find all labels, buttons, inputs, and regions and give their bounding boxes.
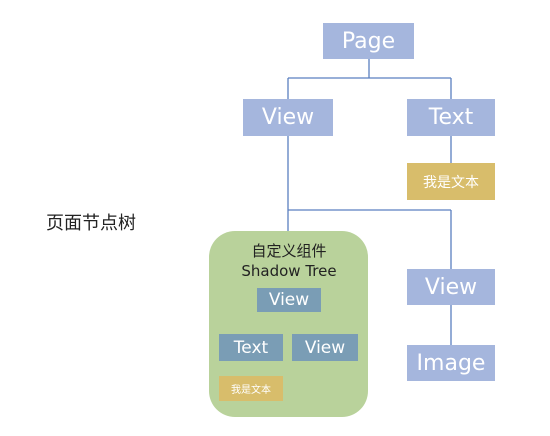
component-subtitle: Shadow Tree	[241, 262, 337, 280]
shadow-node-text-content: 我是文本	[219, 376, 283, 401]
node-image: Image	[407, 345, 495, 381]
component-title: 自定义组件	[251, 242, 327, 260]
node-text: Text	[407, 99, 495, 136]
shadow-node-view: View	[292, 334, 358, 361]
node-view-second: View	[407, 269, 495, 305]
page-node-tree-label: 页面节点树	[46, 213, 136, 234]
edge-page-children	[287, 59, 452, 99]
shadow-node-view-root: View	[257, 288, 321, 312]
shadow-node-text: Text	[219, 334, 283, 361]
node-text-content: 我是文本	[407, 163, 495, 200]
edge-view-children	[287, 136, 452, 269]
node-page: Page	[323, 23, 414, 59]
node-view: View	[243, 99, 333, 136]
